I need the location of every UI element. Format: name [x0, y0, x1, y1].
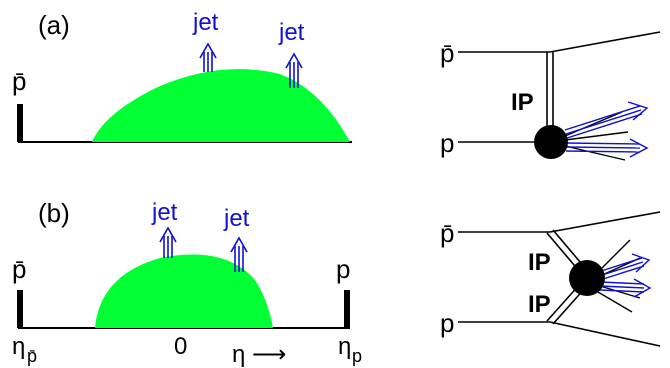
feyn-a-pomeron-label: IP — [511, 89, 534, 116]
feyn-a-pbar-outgoing — [549, 31, 661, 53]
feyn-a-fragment-1 — [564, 111, 623, 137]
eta-pbar-label: η — [12, 333, 25, 360]
feynman-b: p̄ p IP IP — [440, 211, 661, 347]
eta-zero-label: 0 — [174, 333, 187, 360]
panel-b-mound — [95, 254, 273, 328]
panel-a-pbar-label: p̄ — [12, 66, 26, 96]
eta-arrow-label: η ⟶ — [232, 341, 286, 368]
eta-pbar-subscript: p̄ — [27, 346, 37, 366]
feyn-b-p-outgoing — [549, 321, 661, 347]
feyn-b-fragment-4 — [597, 291, 633, 313]
feyn-b-pbar-label: p̄ — [440, 218, 454, 248]
feyn-b-pbar-outgoing — [549, 211, 661, 233]
feyn-a-pbar-label: p̄ — [440, 38, 454, 68]
feyn-b-pomeron-top-label: IP — [528, 249, 551, 276]
panel-a-jet-2: jet — [278, 19, 305, 88]
feynman-a: p̄ IP p — [440, 31, 661, 161]
panel-b-jet-2: jet — [223, 205, 250, 272]
feyn-b-pomeron-bottom-label: IP — [528, 291, 551, 318]
panel-b-jet-1: jet — [151, 199, 178, 258]
panel-b-jet-2-label: jet — [223, 205, 250, 232]
feyn-a-p-label: p — [440, 128, 454, 158]
panel-a-mound — [92, 69, 350, 142]
panel-b: (b) p̄ p jet jet η p̄ 0 η ⟶ — [12, 198, 362, 368]
feyn-b-p-label: p — [440, 308, 454, 338]
panel-a-jet-2-label: jet — [278, 19, 305, 46]
feyn-b-jet-1 — [597, 253, 651, 281]
feyn-a-jet-2 — [565, 138, 649, 158]
eta-p-subscript: p — [352, 346, 362, 366]
feyn-b-vertex-blob — [569, 260, 605, 296]
feyn-b-jet-2 — [599, 278, 652, 298]
eta-p-label: η — [338, 333, 351, 360]
panel-b-pbar-label: p̄ — [12, 254, 26, 284]
panel-b-label: (b) — [38, 198, 70, 228]
feyn-a-vertex-blob — [534, 125, 568, 159]
panel-a-label: (a) — [38, 10, 70, 40]
feyn-a-fragment-2 — [564, 131, 629, 141]
feyn-a-fragment-3 — [564, 145, 626, 161]
panel-b-jet-1-label: jet — [151, 199, 178, 226]
panel-a: (a) p̄ jet jet — [12, 9, 352, 143]
feyn-a-jet-1 — [564, 101, 649, 139]
panel-a-jet-1: jet — [192, 9, 219, 72]
panel-a-jet-1-label: jet — [192, 9, 219, 36]
feyn-b-fragment-3 — [599, 285, 641, 299]
feyn-b-fragment-1 — [597, 239, 631, 273]
panel-b-p-label: p — [336, 254, 350, 284]
